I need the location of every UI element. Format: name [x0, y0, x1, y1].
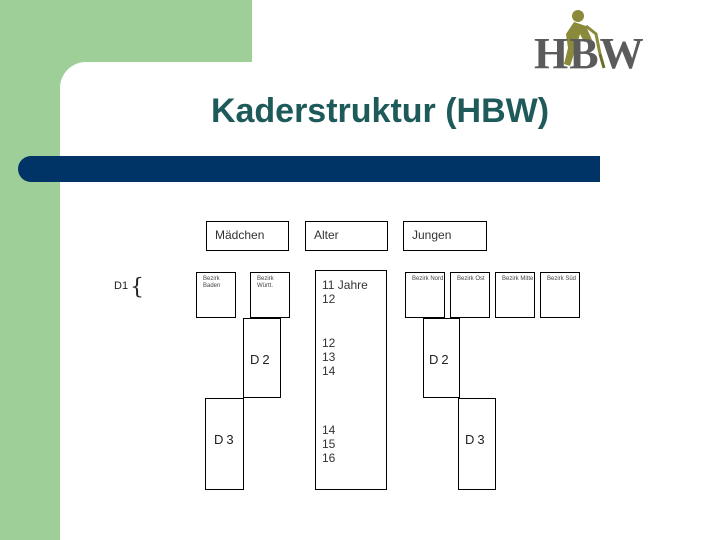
header-girls: Mädchen — [206, 221, 289, 251]
logo — [530, 4, 680, 76]
boys-d2-box — [423, 318, 460, 398]
district-girls-wuertt: Bezirk Württ. — [250, 272, 290, 318]
age-value: 15 — [322, 437, 336, 451]
girls-d2-label: D2 — [250, 352, 273, 367]
slide-title: Kaderstruktur (HBW) — [210, 92, 550, 130]
boys-d2-label: D2 — [429, 352, 452, 367]
district-girls-baden: Bezirk Baden — [196, 272, 236, 318]
age-group-2: 12 13 14 — [322, 336, 335, 378]
slide-content-area — [60, 62, 720, 540]
district-boys-sued: Bezirk Süd — [540, 272, 580, 318]
d1-label: D1 — [114, 280, 129, 292]
age-value: 11 Jahre — [322, 278, 368, 292]
age-value: 16 — [322, 451, 336, 465]
district-boys-mitte: Bezirk Mitte — [495, 272, 535, 318]
district-boys-nord: Bezirk Nord — [405, 272, 445, 318]
district-boys-ost: Bezirk Ost — [450, 272, 490, 318]
header-boys: Jungen — [403, 221, 487, 251]
header-age: Alter — [305, 221, 388, 251]
background-green-left — [0, 0, 62, 540]
age-value: 13 — [322, 350, 336, 364]
age-group-1: 11 Jahre 12 — [322, 278, 368, 306]
girls-d2-box — [243, 318, 281, 398]
brace-icon: { — [130, 275, 144, 300]
age-value: 12 — [322, 292, 336, 306]
boys-d3-label: D3 — [465, 432, 488, 447]
age-group-3: 14 15 16 — [322, 423, 335, 465]
title-underline-bar — [18, 156, 600, 182]
hockey-player-icon — [564, 10, 606, 69]
age-column — [315, 270, 387, 490]
age-value: 14 — [322, 364, 336, 378]
age-value: 14 — [322, 423, 336, 437]
girls-d3-label: D3 — [214, 432, 237, 447]
age-value: 12 — [322, 336, 336, 350]
girls-d3-box — [205, 398, 244, 490]
logo-text: HBW — [534, 29, 645, 78]
boys-d3-box — [458, 398, 496, 490]
